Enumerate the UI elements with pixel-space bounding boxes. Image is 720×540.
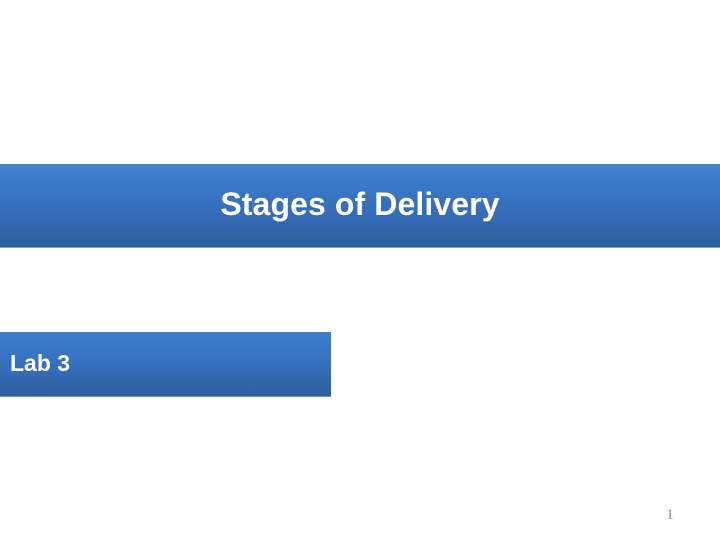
page-title: Stages of Delivery bbox=[220, 185, 500, 222]
slide-page-number: 1 bbox=[666, 507, 674, 523]
content-placeholder-box[interactable]: Lab 3 bbox=[0, 332, 331, 396]
content-placeholder-label: Lab 3 bbox=[10, 350, 71, 377]
slide-title-band[interactable]: Stages of Delivery bbox=[0, 164, 720, 247]
